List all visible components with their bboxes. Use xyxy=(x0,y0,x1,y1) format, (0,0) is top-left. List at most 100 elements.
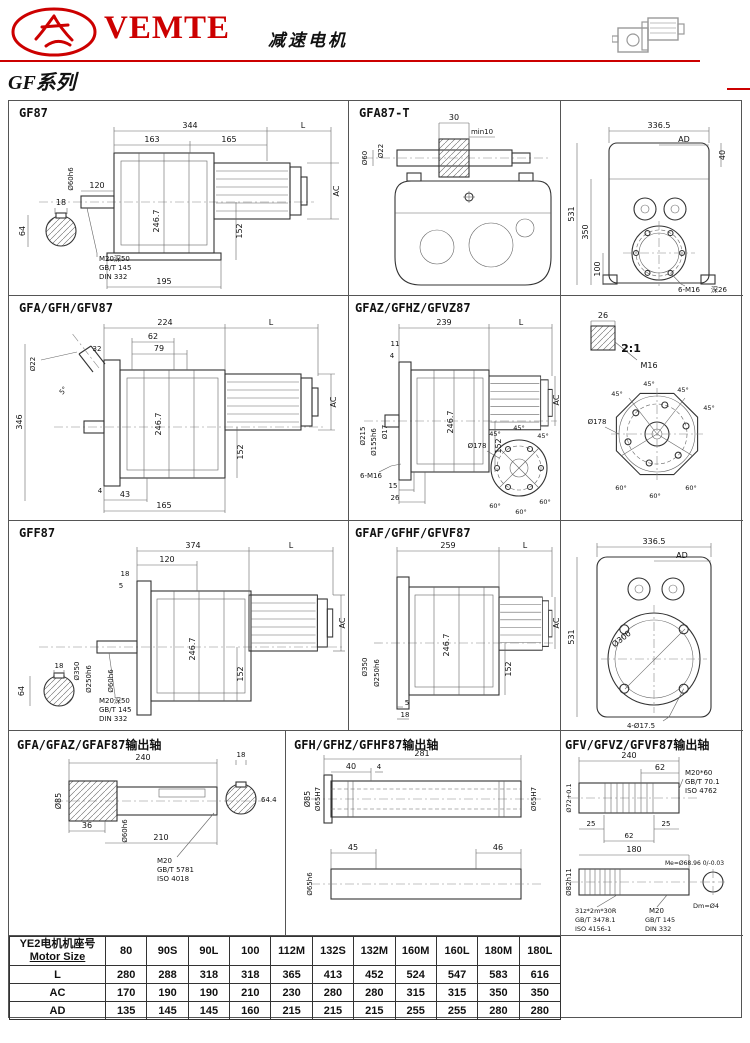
dim-label: 43 xyxy=(120,490,130,499)
cell: 255 xyxy=(435,1001,479,1020)
dim-label: 64 xyxy=(18,226,27,236)
cell: 160 xyxy=(229,1001,272,1020)
dim-label: L xyxy=(301,121,306,130)
dim-label: 246.7 xyxy=(152,210,161,233)
cell: 315 xyxy=(394,983,437,1002)
dim-label: 336.5 xyxy=(648,121,671,130)
panel-gfa-output-shaft: 240 18 Ø85 Ø60h6 36 210 M20 GB/T 5781 IS… xyxy=(9,731,286,936)
gff87-outline xyxy=(43,580,334,716)
dim-label: 18 xyxy=(237,751,246,759)
dim-label: 531 xyxy=(567,206,576,221)
dim-label: Ø22 xyxy=(29,357,37,371)
shaft-dimensions xyxy=(68,759,247,858)
dim-label: Ø155h6 xyxy=(370,428,378,456)
dim-label: 239 xyxy=(436,318,451,327)
angle-label: 45° xyxy=(611,390,623,398)
dim-label: 46 xyxy=(493,843,503,852)
cell: 413 xyxy=(311,965,355,984)
cell: 318 xyxy=(187,965,231,984)
tapped-hole-note: 6-M16 xyxy=(678,286,700,294)
depth-note: 深26 xyxy=(711,285,727,294)
table-row: L 280 288 318 318 365 413 452 524 547 58… xyxy=(9,965,562,984)
dim-label: 15 xyxy=(389,482,398,490)
doc-title: 减速电机 xyxy=(268,31,348,50)
dim-label: Ø60h6 xyxy=(121,819,129,843)
dim-label: 18 xyxy=(56,198,66,207)
dim-label: 350 xyxy=(581,224,590,239)
panel-gfaz-gfhz-gfvz87: 239 L 11 4 AC 246.7 Ø215 Ø155h6 Ø17 6-M1… xyxy=(349,296,561,521)
flange-rear-outline xyxy=(596,556,712,718)
col-header: 160L xyxy=(435,936,479,966)
angle-label: 60° xyxy=(649,492,661,500)
hollow-shaft-dimensions xyxy=(323,755,522,869)
dim-label: 40 xyxy=(718,150,727,160)
dim-label: 45 xyxy=(348,843,358,852)
cell: 583 xyxy=(477,965,520,984)
gfa87t-dimensions xyxy=(372,122,495,166)
gf87-rear-drawing: 336.5 AD 531 350 100 40 6-M16 深26 xyxy=(567,121,727,294)
cell: 365 xyxy=(270,965,313,984)
standard-note: DIN 332 xyxy=(645,925,671,933)
tapped-hole-note: 6-M16 xyxy=(360,472,382,480)
dim-label: 240 xyxy=(135,753,150,762)
dim-label: 62 xyxy=(148,332,158,341)
dim-label: 246.7 xyxy=(446,411,455,434)
panel-title-gfa-output-shaft: GFA/GFAZ/GFAF87输出轴 xyxy=(17,738,162,752)
dim-label: 11 xyxy=(391,340,400,348)
dim-label: 120 xyxy=(89,181,104,190)
gfa87-drawing: 224 L 62 79 32 Ø22 346 AC 246.7 5° 4 43 … xyxy=(15,318,338,513)
panel-title-gf87: GF87 xyxy=(19,106,48,120)
gfa87-dimensions xyxy=(24,324,335,513)
cell: 350 xyxy=(477,983,520,1002)
col-header: 132S xyxy=(311,936,355,966)
panel-gf87-rear-view: 336.5 AD 531 350 100 40 6-M16 深26 xyxy=(561,101,743,296)
header-divider xyxy=(0,60,700,62)
cell: 145 xyxy=(187,1001,231,1020)
row-label: AD xyxy=(9,1001,106,1020)
dim-label: 346 xyxy=(15,414,24,429)
dim-label: Ø178 xyxy=(468,442,487,450)
gff87-rear-drawing: 336.5 AD 531 Ø300 4-Ø17.5 xyxy=(567,537,712,730)
dim-label: AD xyxy=(676,551,688,560)
gearbox-photo xyxy=(612,17,685,53)
dim-label: 5 xyxy=(405,699,409,707)
gfaf87-drawing: 259 L AC 246.7 Ø350 Ø250h6 5 18 152 xyxy=(361,541,560,720)
panel-gff87-rear-view: 336.5 AD 531 Ø300 4-Ø17.5 xyxy=(561,521,743,731)
dim-label: 79 xyxy=(154,344,164,353)
dim-label: Ø215 xyxy=(359,427,367,446)
dim-label: Ø17 xyxy=(381,425,389,439)
gff87-dimensions xyxy=(29,547,345,706)
standard-note: GB/T 70.1 xyxy=(685,778,720,786)
panel-gf87: 344 L 163 165 AC 18 Ø60h6 120 246.7 64 1… xyxy=(9,101,349,296)
dim-label: 281 xyxy=(414,749,429,758)
dim-label: Ø22 xyxy=(377,144,385,158)
col-header: 112M xyxy=(270,936,313,966)
scale-label: 2:1 xyxy=(621,342,641,355)
standard-note: DIN 332 xyxy=(99,715,127,723)
dim-label: L xyxy=(519,318,524,327)
cell: 452 xyxy=(353,965,396,984)
dim-label: 64 xyxy=(17,686,26,696)
panel-shaft-end-detail: 26 2:1 M16 Ø178 45° 45° 45° 45° 60° 60° … xyxy=(561,296,743,521)
angle-label: 45° xyxy=(489,430,501,438)
thread-note: M20深50 xyxy=(99,696,130,705)
dim-label: 152 xyxy=(236,444,245,459)
dim-label: 18 xyxy=(121,570,130,578)
table-header-cn: YE2电机机座号 xyxy=(19,938,96,950)
dim-label: 224 xyxy=(157,318,172,327)
cell: 190 xyxy=(146,983,189,1002)
table-header-en: Motor Size xyxy=(29,951,86,963)
spline-shaft-outline xyxy=(569,782,725,896)
detail-dimensions xyxy=(590,320,638,435)
panel-gfaf-gfhf-gfvf87: 259 L AC 246.7 Ø350 Ø250h6 5 18 152 GFAF… xyxy=(349,521,561,731)
dim-label: 25 xyxy=(662,820,671,828)
standard-note: GB/T 145 xyxy=(99,264,131,272)
dim-label: 18 xyxy=(55,662,64,670)
cell: 524 xyxy=(394,965,437,984)
dim-label: L xyxy=(289,541,294,550)
dim-label: L xyxy=(269,318,274,327)
table-row: AC 170 190 190 210 230 280 280 315 315 3… xyxy=(9,983,562,1002)
dim-label: 246.7 xyxy=(442,634,451,657)
gfa87t-outline xyxy=(394,138,552,286)
dim-label: 344 xyxy=(182,121,197,130)
